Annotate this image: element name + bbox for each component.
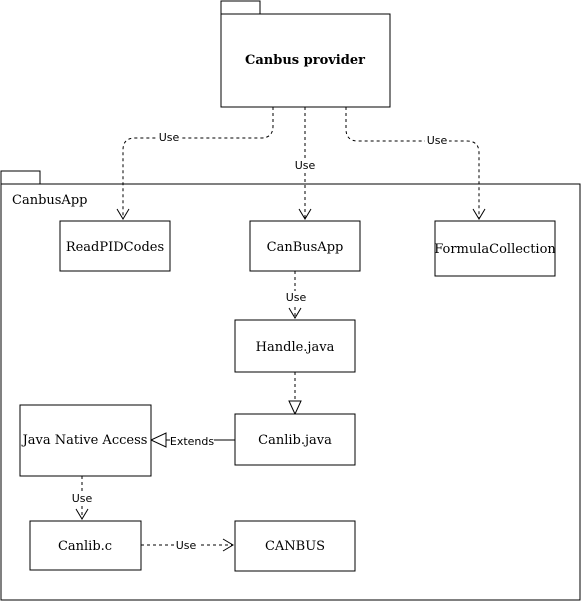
node-canbus-app: CanBusApp xyxy=(249,220,361,272)
package-tab xyxy=(220,0,261,15)
edge-label-use: Use xyxy=(159,131,180,144)
node-label: Java Native Access xyxy=(21,433,148,448)
node-label: CanBusApp xyxy=(267,240,344,255)
node-canbus: CANBUS xyxy=(234,520,356,572)
package-canbus-provider: Canbus provider xyxy=(220,0,391,108)
edge-label-use: Use xyxy=(72,492,93,505)
node-java-native-access: Java Native Access xyxy=(19,404,152,477)
package-title: Canbus provider xyxy=(245,53,365,68)
node-label: Handle.java xyxy=(256,340,335,355)
package-tab xyxy=(0,170,41,185)
edge-label-extends: Extends xyxy=(170,435,214,448)
edge-use-provider-formula: Use xyxy=(345,107,486,220)
node-handle-java: Handle.java xyxy=(234,319,356,373)
edge-extends-canlib-jna: Extends xyxy=(149,432,235,448)
edge-use-canbus-app-handle: Use xyxy=(284,271,308,319)
package-name: CanbusApp xyxy=(12,193,87,208)
node-formula-collection: FormulaCollection xyxy=(434,220,556,277)
edge-label-use: Use xyxy=(427,134,448,147)
node-canlib-java: Canlib.java xyxy=(234,413,356,466)
edge-label-use: Use xyxy=(176,539,197,552)
node-label: FormulaCollection xyxy=(434,242,556,257)
node-label: ReadPIDCodes xyxy=(66,240,164,255)
node-label: Canlib.java xyxy=(258,433,332,448)
edge-label-use: Use xyxy=(295,159,316,172)
edge-use-provider-canbus-app: Use xyxy=(293,107,317,220)
edge-use-canlib-c-canbus: Use xyxy=(141,538,234,552)
node-label: CANBUS xyxy=(265,539,325,554)
edge-realization-canlib-handle xyxy=(288,372,302,416)
node-canlib-c: Canlib.c xyxy=(29,520,142,571)
edge-label-use: Use xyxy=(286,291,307,304)
edge-use-provider-read-pid: Use xyxy=(116,107,274,220)
node-label: Canlib.c xyxy=(58,539,112,554)
node-read-pid-codes: ReadPIDCodes xyxy=(59,220,171,272)
edge-use-jna-canlib-c: Use xyxy=(70,476,94,520)
package-body xyxy=(220,13,391,108)
